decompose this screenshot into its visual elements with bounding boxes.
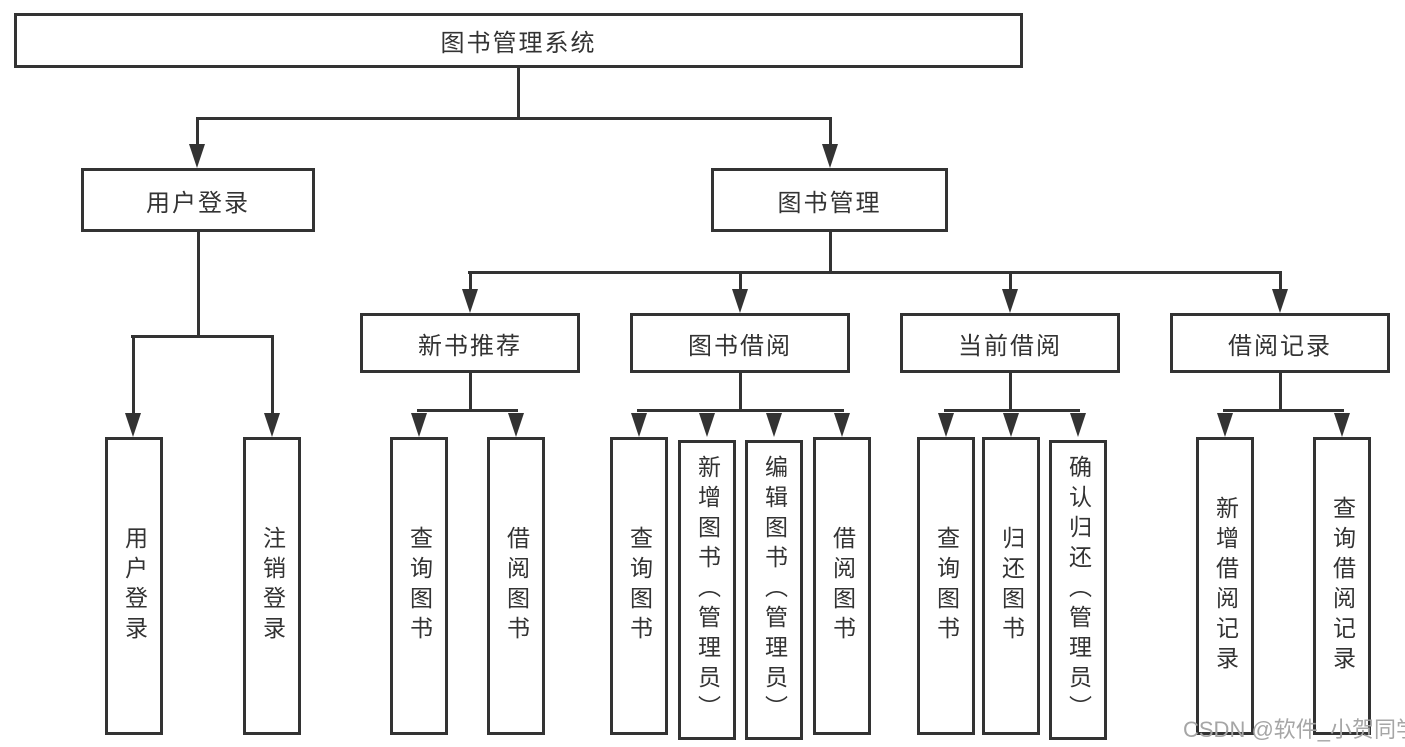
arrow-down-icon <box>1217 413 1233 437</box>
node-current-borrowing: 当前借阅 <box>900 313 1120 373</box>
arrow-down-icon <box>1272 289 1288 313</box>
node-label: 确认归还（管理员） <box>1065 455 1092 725</box>
connector-line <box>829 232 832 272</box>
arrow-down-icon <box>1070 413 1086 437</box>
connector-line <box>131 335 274 338</box>
connector-line <box>1009 373 1012 410</box>
arrow-down-icon <box>834 413 850 437</box>
leaf-edit-book-admin: 编辑图书（管理员） <box>745 440 803 740</box>
node-label: 注销登录 <box>259 526 286 646</box>
arrow-down-icon <box>1003 413 1019 437</box>
arrow-down-icon <box>766 413 782 437</box>
node-label: 图书借阅 <box>688 332 792 360</box>
connector-line <box>739 373 742 410</box>
arrow-down-icon <box>1002 289 1018 313</box>
leaf-borrow-books-2: 借阅图书 <box>813 437 871 735</box>
node-book-management: 图书管理 <box>711 168 948 232</box>
node-label: 用户登录 <box>146 189 250 217</box>
connector-line <box>196 118 199 150</box>
leaf-add-borrow-record: 新增借阅记录 <box>1196 437 1254 735</box>
leaf-add-book-admin: 新增图书（管理员） <box>678 440 736 740</box>
node-label: 图书管理 <box>777 189 882 217</box>
connector-line <box>469 373 472 410</box>
node-label: 新增图书（管理员） <box>694 455 721 725</box>
arrow-down-icon <box>189 144 205 168</box>
node-label: 查询图书 <box>933 526 960 646</box>
arrow-down-icon <box>411 413 427 437</box>
arrow-down-icon <box>264 413 280 437</box>
node-new-book-recommend: 新书推荐 <box>360 313 580 373</box>
arrow-down-icon <box>1334 413 1350 437</box>
arrow-down-icon <box>631 413 647 437</box>
connector-line <box>1223 409 1344 412</box>
leaf-query-books-1: 查询图书 <box>390 437 448 735</box>
node-borrowing-records: 借阅记录 <box>1170 313 1390 373</box>
arrow-down-icon <box>732 289 748 313</box>
connector-line <box>132 336 135 419</box>
arrow-down-icon <box>822 144 838 168</box>
node-label: 归还图书 <box>998 526 1025 646</box>
node-library-management-system: 图书管理系统 <box>14 13 1023 68</box>
node-user-login: 用户登录 <box>81 168 315 232</box>
connector-line <box>829 118 832 150</box>
node-label: 图书管理系统 <box>440 30 597 57</box>
connector-line <box>517 68 520 118</box>
connector-line <box>271 336 274 419</box>
leaf-query-books-3: 查询图书 <box>917 437 975 735</box>
arrow-down-icon <box>938 413 954 437</box>
connector-line <box>417 409 518 412</box>
node-label: 新增借阅记录 <box>1212 496 1239 676</box>
leaf-confirm-return-admin: 确认归还（管理员） <box>1049 440 1107 740</box>
node-label: 编辑图书（管理员） <box>761 455 788 725</box>
connector-line <box>739 272 742 292</box>
node-label: 查询借阅记录 <box>1329 496 1356 676</box>
arrow-down-icon <box>699 413 715 437</box>
leaf-user-login: 用户登录 <box>105 437 163 735</box>
node-label: 借阅图书 <box>503 526 530 646</box>
node-label: 查询图书 <box>626 526 653 646</box>
leaf-logout: 注销登录 <box>243 437 301 735</box>
node-label: 新书推荐 <box>418 332 522 360</box>
leaf-return-book: 归还图书 <box>982 437 1040 735</box>
csdn-watermark: CSDN @软件_小贺同学 <box>1183 717 1405 742</box>
node-book-borrowing: 图书借阅 <box>630 313 850 373</box>
node-label: 借阅记录 <box>1228 332 1332 360</box>
node-label: 当前借阅 <box>958 332 1062 360</box>
leaf-query-borrow-record: 查询借阅记录 <box>1313 437 1371 735</box>
leaf-query-books-2: 查询图书 <box>610 437 668 735</box>
connector-line <box>1009 272 1012 292</box>
arrow-down-icon <box>462 289 478 313</box>
leaf-borrow-books-1: 借阅图书 <box>487 437 545 735</box>
connector-line <box>1279 373 1282 410</box>
node-label: 查询图书 <box>406 526 433 646</box>
arrow-down-icon <box>508 413 524 437</box>
node-label: 用户登录 <box>121 526 148 646</box>
connector-line <box>637 409 844 412</box>
arrow-down-icon <box>125 413 141 437</box>
connector-line <box>468 271 1282 274</box>
connector-line <box>196 117 832 120</box>
node-label: 借阅图书 <box>829 526 856 646</box>
connector-line <box>197 232 200 336</box>
connector-line <box>469 272 472 292</box>
connector-line <box>1279 272 1282 292</box>
connector-line <box>944 409 1080 412</box>
